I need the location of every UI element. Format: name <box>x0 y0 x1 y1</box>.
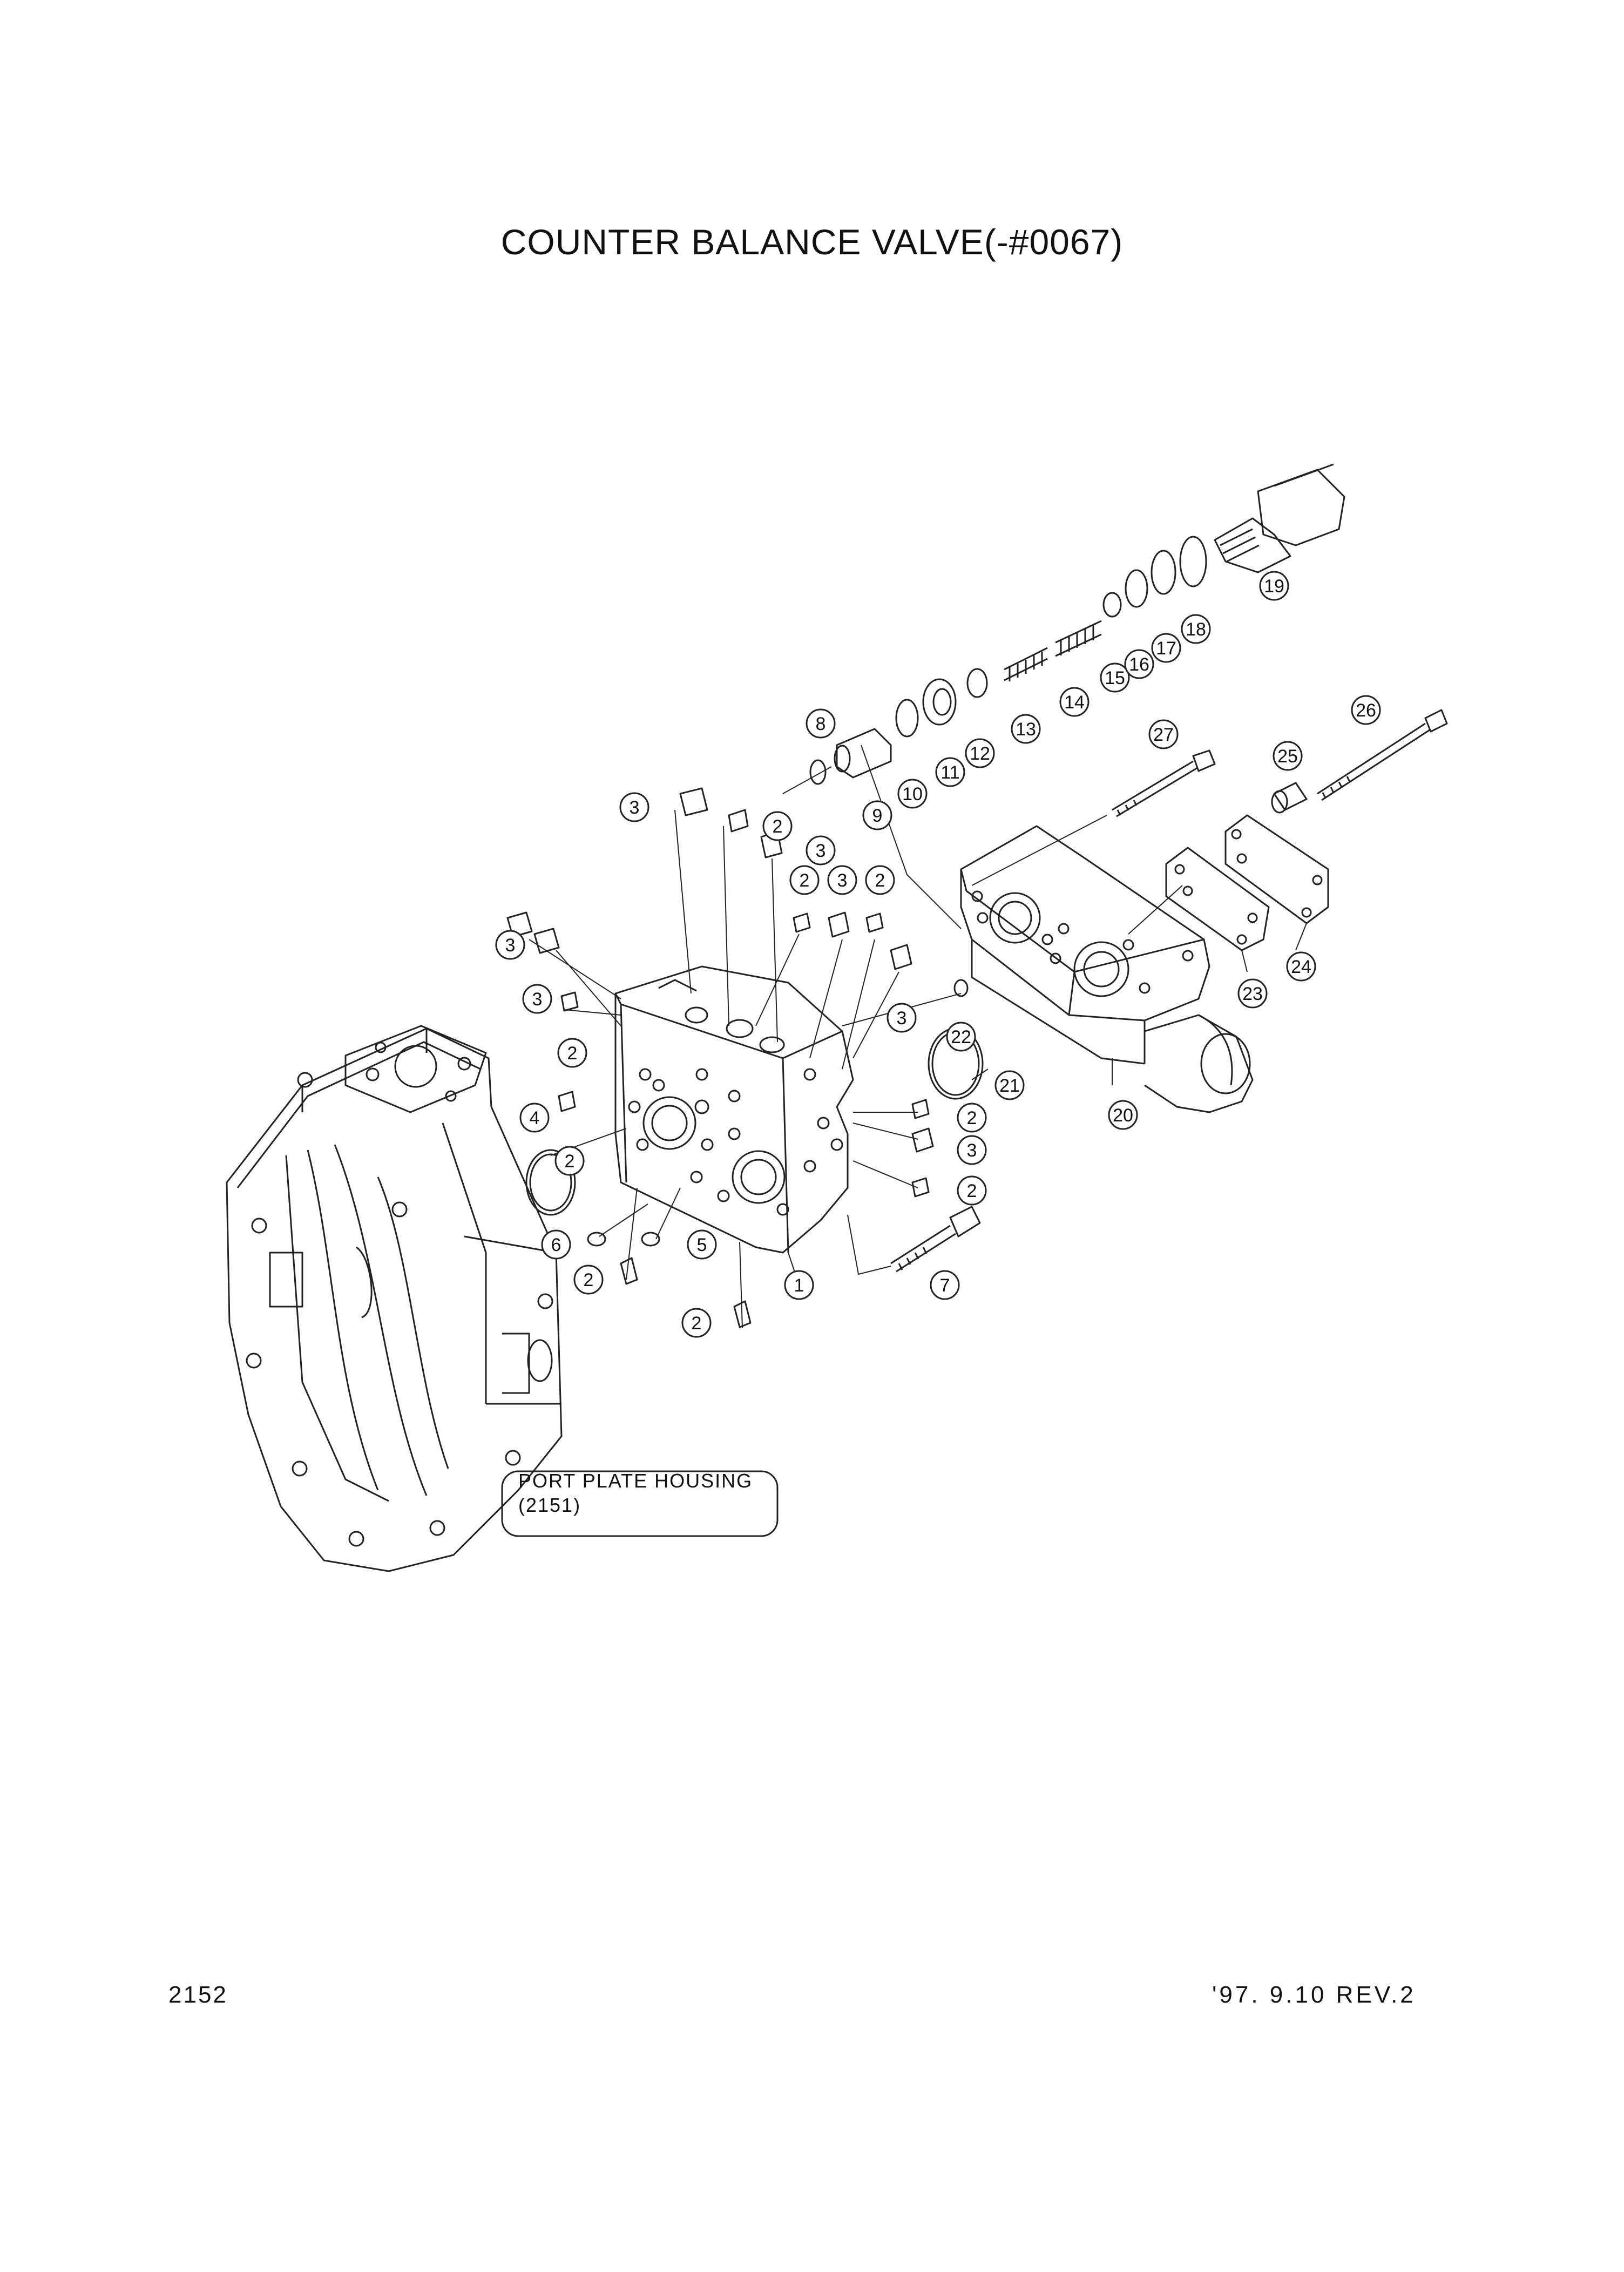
callout-26: 26 <box>1351 695 1381 725</box>
callout-5: 5 <box>687 1229 717 1260</box>
callout-23: 23 <box>1237 978 1268 1009</box>
svg-text:3: 3 <box>816 841 826 861</box>
svg-text:8: 8 <box>816 714 826 734</box>
callout-2: 2 <box>681 1308 712 1338</box>
callout-14: 14 <box>1059 687 1090 717</box>
svg-text:2: 2 <box>967 1108 977 1128</box>
reference-box-line1: PORT PLATE HOUSING <box>518 1470 753 1492</box>
callout-2: 2 <box>573 1265 604 1295</box>
callout-2: 2 <box>762 811 793 841</box>
callout-1: 1 <box>784 1270 814 1300</box>
svg-text:5: 5 <box>697 1235 707 1255</box>
valve-body <box>614 965 854 1254</box>
callout-7: 7 <box>930 1270 960 1300</box>
svg-text:2: 2 <box>692 1313 702 1334</box>
callout-2: 2 <box>957 1175 987 1206</box>
callout-2: 2 <box>557 1038 587 1068</box>
svg-text:2: 2 <box>773 816 783 837</box>
svg-text:17: 17 <box>1156 638 1176 659</box>
svg-text:11: 11 <box>940 762 959 783</box>
svg-text:3: 3 <box>532 989 543 1010</box>
callout-8: 8 <box>806 708 836 739</box>
revision-date: '97. 9.10 REV.2 <box>1212 1982 1416 2008</box>
callout-27: 27 <box>1148 719 1179 749</box>
leader-lines <box>529 745 1307 1329</box>
gasket-plate <box>1165 814 1329 951</box>
callout-3: 3 <box>887 1003 917 1033</box>
callout-24: 24 <box>1286 951 1316 982</box>
port-plate-housing <box>226 1025 563 1572</box>
svg-text:6: 6 <box>551 1235 561 1255</box>
svg-text:24: 24 <box>1291 957 1311 977</box>
callout-4: 4 <box>519 1103 550 1133</box>
svg-text:3: 3 <box>967 1140 977 1161</box>
svg-text:3: 3 <box>837 870 848 891</box>
svg-text:23: 23 <box>1242 984 1263 1004</box>
callout-11: 11 <box>935 757 965 787</box>
callout-13: 13 <box>1011 714 1041 744</box>
svg-text:2: 2 <box>567 1043 578 1064</box>
callout-22: 22 <box>946 1022 976 1052</box>
svg-text:2: 2 <box>875 870 885 891</box>
callout-3: 3 <box>957 1135 987 1165</box>
spool-stack <box>809 463 1345 785</box>
svg-text:1: 1 <box>794 1275 804 1296</box>
page-number: 2152 <box>168 1982 228 2008</box>
port-plate-housing-box <box>501 1470 779 1537</box>
callout-25: 25 <box>1273 741 1303 771</box>
svg-text:19: 19 <box>1264 576 1284 597</box>
page-title: COUNTER BALANCE VALVE(-#0067) <box>500 222 1124 262</box>
callout-18: 18 <box>1181 614 1211 644</box>
callout-3: 3 <box>522 984 552 1014</box>
bolts <box>890 709 1448 1273</box>
cover-block <box>960 825 1254 1113</box>
callout-2: 2 <box>554 1146 585 1176</box>
svg-text:26: 26 <box>1356 700 1376 721</box>
svg-text:2: 2 <box>565 1151 575 1172</box>
svg-text:10: 10 <box>902 784 923 804</box>
callout-3: 3 <box>619 792 649 822</box>
callout-3: 3 <box>827 865 857 895</box>
svg-text:13: 13 <box>1016 719 1036 740</box>
callout-2: 2 <box>789 865 820 895</box>
svg-text:20: 20 <box>1113 1105 1133 1126</box>
svg-text:15: 15 <box>1105 668 1125 688</box>
callout-3: 3 <box>495 930 525 960</box>
callout-9: 9 <box>862 800 892 830</box>
svg-text:12: 12 <box>970 743 990 764</box>
callout-2: 2 <box>957 1103 987 1133</box>
callout-12: 12 <box>965 738 995 768</box>
callout-19: 19 <box>1259 571 1289 601</box>
svg-text:14: 14 <box>1064 692 1085 713</box>
svg-text:4: 4 <box>530 1108 540 1128</box>
callout-21: 21 <box>994 1070 1025 1100</box>
callout-10: 10 <box>897 779 928 809</box>
svg-text:22: 22 <box>951 1027 971 1047</box>
svg-text:9: 9 <box>872 806 883 826</box>
svg-text:3: 3 <box>505 935 516 956</box>
svg-text:2: 2 <box>800 870 810 891</box>
svg-text:2: 2 <box>967 1181 977 1201</box>
callout-3: 3 <box>806 835 836 865</box>
callout-17: 17 <box>1151 633 1181 663</box>
svg-text:7: 7 <box>940 1275 950 1296</box>
reference-box-line2: (2151) <box>518 1494 581 1516</box>
svg-text:3: 3 <box>630 797 640 818</box>
svg-text:18: 18 <box>1186 619 1206 640</box>
callout-20: 20 <box>1108 1100 1138 1130</box>
svg-text:16: 16 <box>1129 654 1149 675</box>
svg-text:3: 3 <box>897 1008 907 1029</box>
callout-16: 16 <box>1124 649 1154 679</box>
svg-text:21: 21 <box>999 1076 1020 1096</box>
svg-text:25: 25 <box>1277 746 1298 767</box>
callout-2: 2 <box>865 865 895 895</box>
svg-text:2: 2 <box>584 1270 594 1290</box>
svg-text:27: 27 <box>1153 725 1174 745</box>
callout-6: 6 <box>541 1229 571 1260</box>
callout-15: 15 <box>1100 662 1130 693</box>
